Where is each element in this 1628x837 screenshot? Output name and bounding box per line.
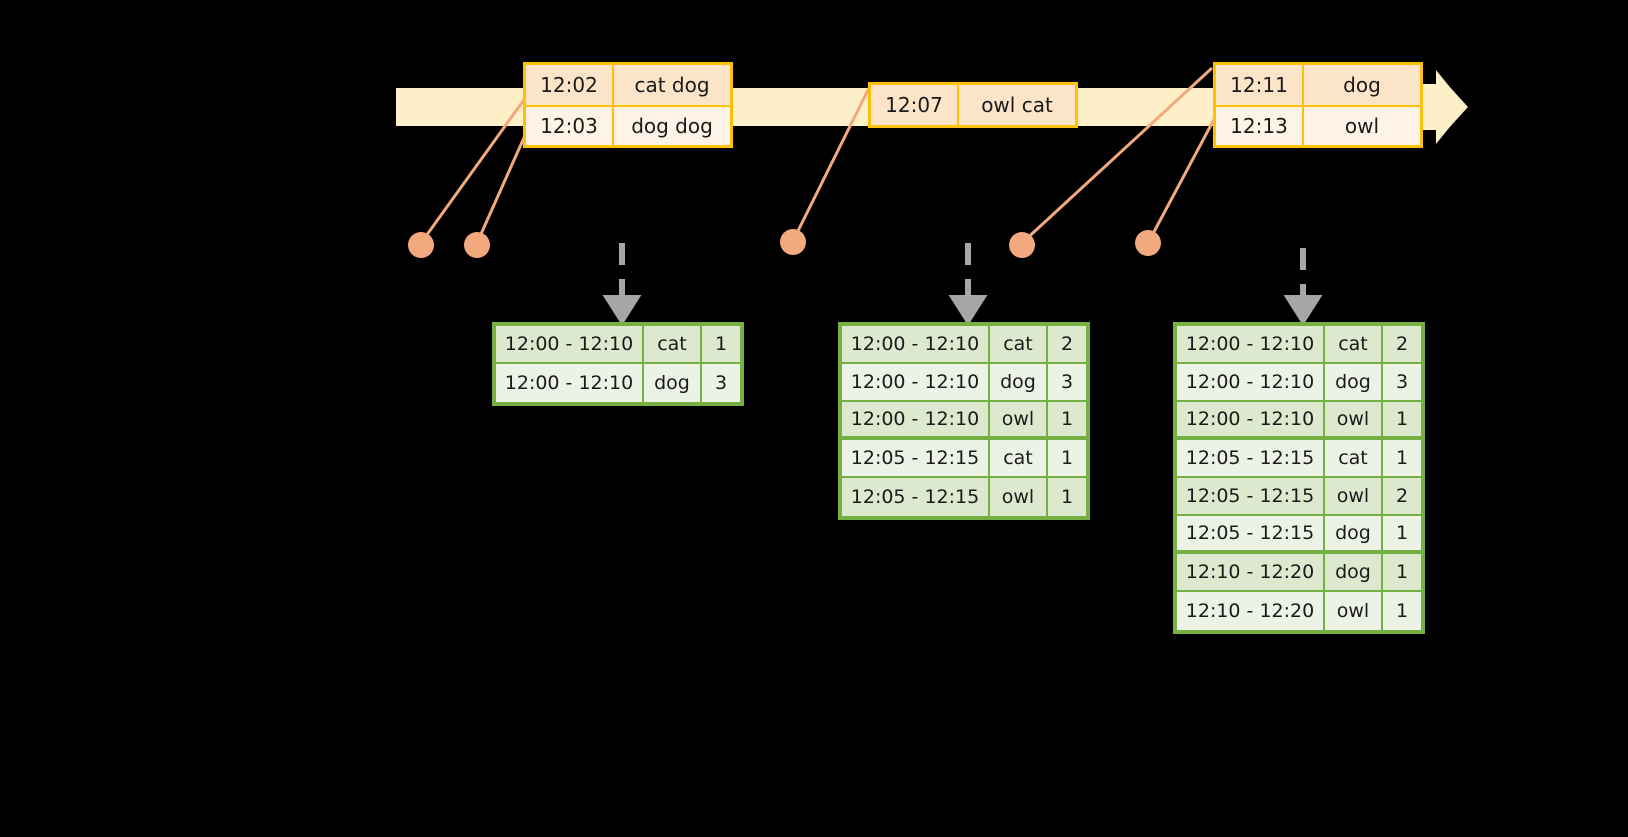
word-cell: owl — [990, 402, 1048, 440]
event-group-2[interactable]: 12:07 owl cat — [868, 82, 1078, 128]
event-words: cat dog — [614, 65, 730, 105]
event-words: owl cat — [959, 85, 1075, 125]
word-cell: dog — [1325, 516, 1383, 554]
count-cell: 2 — [1048, 326, 1086, 364]
count-cell: 1 — [1383, 554, 1421, 592]
count-cell: 3 — [702, 364, 740, 402]
event-time: 12:13 — [1216, 105, 1304, 145]
table-row[interactable]: 12:05 - 12:15 owl 1 — [842, 478, 1086, 516]
word-cell: owl — [1325, 478, 1383, 516]
event-group-3[interactable]: 12:11 dog 12:13 owl — [1213, 62, 1423, 148]
table-row[interactable]: 12:05 - 12:15 owl 2 — [1177, 478, 1421, 516]
result-table-2[interactable]: 12:00 - 12:10 cat 2 12:00 - 12:10 dog 3 … — [838, 322, 1090, 520]
connector-line-1 — [419, 89, 533, 244]
count-cell: 2 — [1383, 478, 1421, 516]
count-cell: 3 — [1048, 364, 1086, 402]
event-connectors — [419, 66, 1220, 245]
table-row[interactable]: 12:00 - 12:10 owl 1 — [1177, 402, 1421, 440]
table-row[interactable]: 12:00 - 12:10 dog 3 — [1177, 364, 1421, 402]
table-row[interactable]: 12:00 - 12:10 cat 2 — [1177, 326, 1421, 364]
emit-arrow-head-3 — [1283, 295, 1323, 326]
event-words: owl — [1304, 105, 1420, 145]
event-time: 12:07 — [871, 85, 959, 125]
result-table-1[interactable]: 12:00 - 12:10 cat 1 12:00 - 12:10 dog 3 — [492, 322, 744, 406]
word-cell: owl — [1325, 402, 1383, 440]
window-cell: 12:05 - 12:15 — [1177, 478, 1325, 516]
count-cell: 1 — [1383, 516, 1421, 554]
word-cell: owl — [990, 478, 1048, 516]
word-cell: cat — [990, 440, 1048, 478]
word-cell: owl — [1325, 592, 1383, 630]
table-row[interactable]: 12:00 - 12:10 cat 1 — [496, 326, 740, 364]
count-cell: 3 — [1383, 364, 1421, 402]
event-words: dog — [1304, 65, 1420, 105]
word-cell: cat — [990, 326, 1048, 364]
window-cell: 12:00 - 12:10 — [842, 364, 990, 402]
window-cell: 12:05 - 12:15 — [842, 478, 990, 516]
window-cell: 12:00 - 12:10 — [842, 326, 990, 364]
event-row[interactable]: 12:02 cat dog — [526, 65, 730, 105]
window-cell: 12:10 - 12:20 — [1177, 554, 1325, 592]
connector-line-5 — [1146, 111, 1220, 244]
event-row[interactable]: 12:13 owl — [1216, 105, 1420, 145]
event-row[interactable]: 12:11 dog — [1216, 65, 1420, 105]
count-cell: 1 — [1383, 592, 1421, 630]
connector-line-2 — [475, 130, 529, 244]
event-time: 12:02 — [526, 65, 614, 105]
window-cell: 12:10 - 12:20 — [1177, 592, 1325, 630]
table-row[interactable]: 12:05 - 12:15 cat 1 — [1177, 440, 1421, 478]
event-row[interactable]: 12:03 dog dog — [526, 105, 730, 145]
window-cell: 12:00 - 12:10 — [1177, 326, 1325, 364]
window-cell: 12:00 - 12:10 — [496, 326, 644, 364]
word-cell: dog — [990, 364, 1048, 402]
word-cell: cat — [1325, 326, 1383, 364]
window-cell: 12:00 - 12:10 — [496, 364, 644, 402]
event-dot-4 — [1009, 232, 1035, 258]
connector-line-4 — [1020, 66, 1214, 245]
count-cell: 1 — [702, 326, 740, 364]
emit-arrows — [602, 243, 1323, 326]
event-group-1[interactable]: 12:02 cat dog 12:03 dog dog — [523, 62, 733, 148]
count-cell: 2 — [1383, 326, 1421, 364]
table-row[interactable]: 12:00 - 12:10 cat 2 — [842, 326, 1086, 364]
window-cell: 12:00 - 12:10 — [1177, 364, 1325, 402]
window-cell: 12:00 - 12:10 — [842, 402, 990, 440]
word-cell: cat — [1325, 440, 1383, 478]
table-row[interactable]: 12:00 - 12:10 dog 3 — [842, 364, 1086, 402]
word-cell: dog — [1325, 364, 1383, 402]
connector-line-3 — [791, 87, 871, 242]
event-dot-1 — [408, 232, 434, 258]
word-cell: dog — [1325, 554, 1383, 592]
result-table-3[interactable]: 12:00 - 12:10 cat 2 12:00 - 12:10 dog 3 … — [1173, 322, 1425, 634]
table-row[interactable]: 12:00 - 12:10 dog 3 — [496, 364, 740, 402]
event-dot-2 — [464, 232, 490, 258]
table-row[interactable]: 12:00 - 12:10 owl 1 — [842, 402, 1086, 440]
window-cell: 12:05 - 12:15 — [842, 440, 990, 478]
count-cell: 1 — [1048, 402, 1086, 440]
count-cell: 1 — [1383, 402, 1421, 440]
table-row[interactable]: 12:10 - 12:20 owl 1 — [1177, 592, 1421, 630]
window-cell: 12:05 - 12:15 — [1177, 516, 1325, 554]
word-cell: dog — [644, 364, 702, 402]
event-dot-3 — [780, 229, 806, 255]
count-cell: 1 — [1383, 440, 1421, 478]
word-cell: cat — [644, 326, 702, 364]
table-row[interactable]: 12:10 - 12:20 dog 1 — [1177, 554, 1421, 592]
table-row[interactable]: 12:05 - 12:15 dog 1 — [1177, 516, 1421, 554]
window-cell: 12:05 - 12:15 — [1177, 440, 1325, 478]
table-row[interactable]: 12:05 - 12:15 cat 1 — [842, 440, 1086, 478]
event-dot-5 — [1135, 230, 1161, 256]
count-cell: 1 — [1048, 440, 1086, 478]
count-cell: 1 — [1048, 478, 1086, 516]
event-time: 12:11 — [1216, 65, 1304, 105]
event-row[interactable]: 12:07 owl cat — [871, 85, 1075, 125]
window-cell: 12:00 - 12:10 — [1177, 402, 1325, 440]
emit-arrow-head-2 — [948, 295, 988, 326]
event-words: dog dog — [614, 105, 730, 145]
emit-arrow-head-1 — [602, 295, 642, 326]
event-dots — [408, 229, 1161, 258]
event-time: 12:03 — [526, 105, 614, 145]
